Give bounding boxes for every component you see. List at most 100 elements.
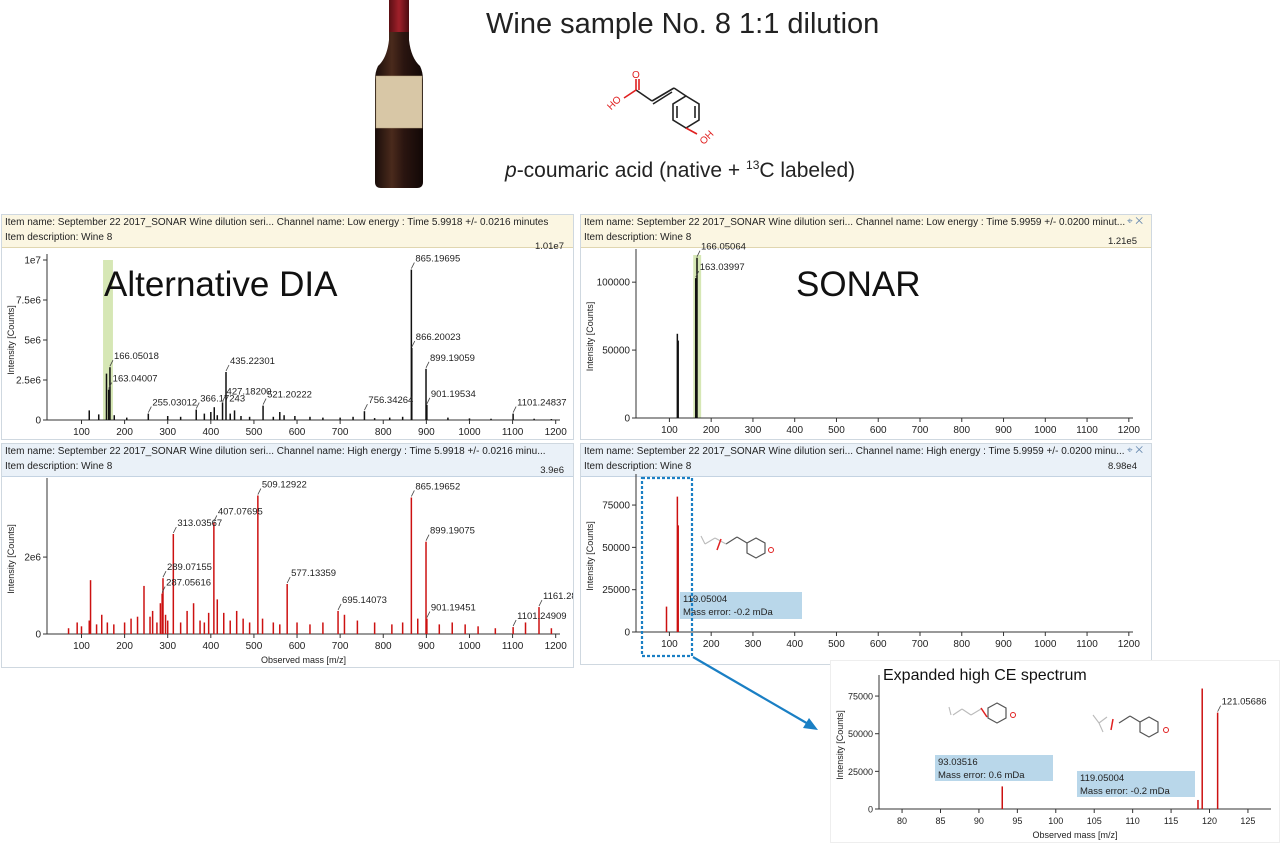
callout-mass: 93.03516 (938, 757, 978, 768)
max-intensity-label: 1.21e5 (1108, 236, 1137, 247)
peak-leader (195, 402, 200, 409)
x-tick-label: 300 (159, 427, 176, 438)
peak-label: 163.04007 (113, 374, 158, 385)
peak-label: 866.20023 (416, 332, 461, 343)
peak-label: 577.13359 (291, 568, 336, 579)
callout-error: Mass error: 0.6 mDa (938, 770, 1025, 781)
y-tick-label: 75000 (848, 692, 873, 702)
x-tick-label: 1100 (1076, 425, 1098, 436)
x-tick-label: 700 (332, 641, 349, 652)
peak-label: 121.05686 (1222, 697, 1267, 708)
max-intensity-label: 8.98e4 (1108, 461, 1137, 472)
x-tick-label: 1000 (458, 427, 481, 438)
item-name: Item name: September 22 2017_SONAR Wine … (584, 217, 1126, 228)
x-tick-label: 1000 (1034, 425, 1057, 436)
x-tick-label: 400 (202, 641, 219, 652)
peak-label: 166.05018 (114, 351, 159, 362)
peak-leader (162, 571, 167, 578)
y-tick-label: 75000 (602, 501, 630, 512)
pin-close-icon[interactable]: ⌖ ✕ (1126, 445, 1143, 456)
max-intensity-label: 3.9e6 (540, 465, 564, 476)
y-tick-label: 50000 (602, 543, 630, 554)
y-axis-label: Intensity [Counts] (585, 302, 595, 372)
y-tick-label: 2.5e6 (16, 376, 41, 387)
pin-close-icon[interactable]: ⌖ ✕ (1126, 216, 1143, 227)
highlight-band (103, 260, 113, 420)
peak-leader (286, 576, 291, 584)
x-tick-label: 100 (73, 641, 90, 652)
x-tick-label: 500 (246, 641, 263, 652)
x-tick-label: 500 (828, 639, 845, 650)
peak-label: 865.19695 (415, 254, 460, 265)
peak-label: 407.07695 (218, 506, 263, 517)
x-tick-label: 110 (1125, 816, 1139, 826)
peak-label: 1101.24909 (517, 611, 567, 622)
peak-label: 901.19534 (431, 389, 476, 400)
x-tick-label: 900 (995, 639, 1012, 650)
x-tick-label: 120 (1202, 816, 1217, 826)
peak-label: 901.19451 (431, 603, 476, 614)
y-tick-label: 7.5e6 (16, 296, 41, 307)
item-description: Item description: Wine 8 (584, 461, 692, 472)
y-tick-label: 0 (624, 628, 630, 639)
item-description: Item description: Wine 8 (5, 461, 113, 472)
panel-dia-high-energy: Item name: September 22 2017_SONAR Wine … (1, 443, 574, 668)
x-tick-label: 600 (870, 639, 887, 650)
x-tick-label: 200 (116, 641, 133, 652)
peak-leader (426, 611, 431, 618)
x-tick-label: 700 (912, 639, 929, 650)
x-tick-label: 300 (159, 641, 176, 652)
x-tick-label: 800 (953, 639, 970, 650)
peak-label: 1161.28966 (543, 591, 574, 602)
peak-leader (426, 397, 431, 404)
peak-leader (695, 270, 700, 278)
peak-leader (411, 490, 415, 497)
x-tick-label: 500 (828, 425, 845, 436)
x-tick-label: 1100 (502, 427, 524, 438)
y-tick-label: 0 (35, 416, 41, 427)
x-tick-label: 600 (289, 427, 306, 438)
structure-oh: OH (698, 129, 716, 147)
inset-title: Expanded high CE spectrum (883, 667, 1087, 684)
y-tick-label: 25000 (848, 767, 873, 777)
peak-label: 695.14073 (342, 595, 387, 606)
x-tick-label: 300 (745, 639, 762, 650)
y-tick-label: 50000 (848, 729, 873, 739)
peak-label: 163.03997 (700, 262, 745, 273)
x-tick-label: 800 (953, 425, 970, 436)
item-name: Item name: September 22 2017_SONAR Wine … (5, 217, 549, 228)
peak-leader (109, 360, 114, 367)
arrow-head-icon (803, 718, 818, 730)
x-tick-label: 400 (786, 425, 803, 436)
x-tick-label: 1000 (1034, 639, 1057, 650)
x-tick-label: 200 (703, 425, 720, 436)
peak-leader (262, 398, 267, 405)
callout-mass: 119.05004 (683, 594, 728, 605)
x-tick-label: 1200 (545, 641, 568, 652)
mass-callout: 119.05004 Mass error: -0.2 mDa (680, 592, 802, 619)
x-tick-label: 100 (661, 425, 678, 436)
x-tick-label: 900 (418, 427, 435, 438)
y-tick-label: 2e6 (24, 553, 41, 564)
panel-sonar-low-energy: Item name: September 22 2017_SONAR Wine … (580, 214, 1152, 440)
panel-dia-low-energy: Item name: September 22 2017_SONAR Wine … (1, 214, 574, 440)
x-tick-label: 115 (1164, 816, 1178, 826)
peak-leader (696, 250, 701, 257)
peak-label: 255.03012 (152, 398, 197, 409)
peak-leader (147, 406, 152, 413)
y-tick-label: 0 (624, 414, 630, 425)
peak-label: 1101.24837 (517, 398, 567, 409)
peak-label: 756.34264 (368, 395, 413, 406)
panel-header: Item name: September 22 2017_SONAR Wine … (581, 215, 1151, 248)
x-tick-label: 1000 (458, 641, 481, 652)
x-tick-label: 200 (116, 427, 133, 438)
x-tick-label: 200 (703, 639, 720, 650)
x-tick-label: 300 (745, 425, 762, 436)
peak-leader (108, 382, 113, 389)
y-tick-label: 0 (868, 805, 873, 815)
y-tick-label: 5e6 (24, 336, 41, 347)
